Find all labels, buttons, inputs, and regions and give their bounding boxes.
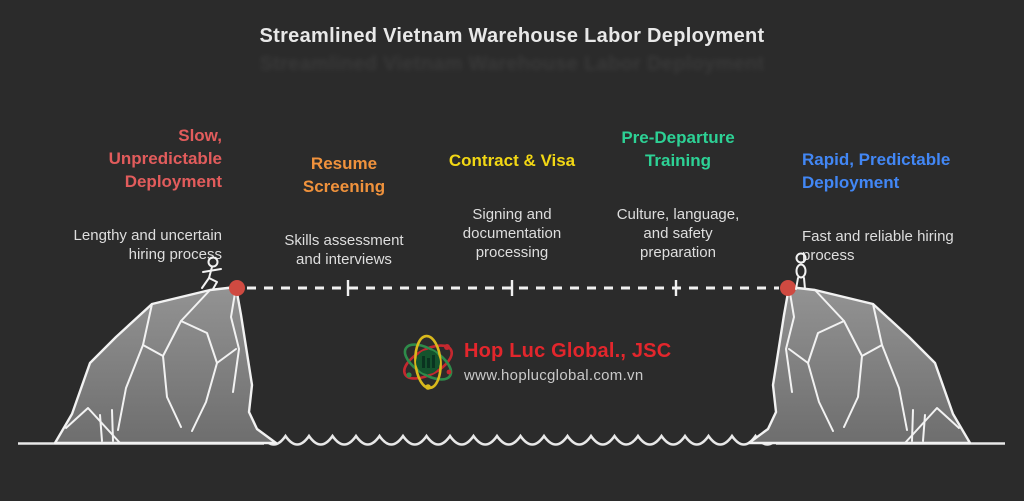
atom-orbits-icon	[403, 334, 453, 390]
step-description: Fast and reliable hiring process	[802, 228, 954, 264]
start-point-dot	[229, 280, 245, 296]
company-website: www.hoplucglobal.com.vn	[464, 367, 644, 384]
company-name: Hop Luc Global., JSC	[464, 340, 672, 362]
step-description: Signing and documentation processing	[462, 206, 562, 261]
step-heading: Resume Screening	[302, 154, 386, 196]
step-description: Skills assessment and interviews	[284, 232, 404, 268]
company-logo: Hop Luc Global., JSC www.hoplucglobal.co…	[400, 334, 671, 390]
step-contract-visa: Contract & Visa Signing and documentatio…	[402, 131, 622, 280]
water-waves	[260, 433, 781, 446]
step-heading: Contract & Visa	[448, 151, 576, 170]
page-title-ghost: Streamlined Vietnam Warehouse Labor Depl…	[259, 53, 765, 75]
step-heading: Slow, Unpredictable Deployment	[108, 126, 222, 191]
step-rapid-deployment: Rapid, Predictable Deployment Fast and r…	[802, 130, 992, 283]
walking-stick-figure-icon	[201, 256, 222, 290]
right-cliff	[747, 285, 972, 445]
page-title: Streamlined Vietnam Warehouse Labor Depl…	[259, 25, 765, 47]
end-point-dot	[780, 280, 796, 296]
step-pre-departure-training: Pre-Departure Training Culture, language…	[568, 108, 788, 280]
left-cliff	[53, 285, 278, 445]
standing-stick-figure-icon	[795, 252, 807, 290]
logo-text-block: Hop Luc Global., JSC www.hoplucglobal.co…	[464, 340, 671, 384]
step-resume-screening: Resume Screening Skills assessment and i…	[234, 134, 454, 287]
step-heading: Pre-Departure Training	[621, 128, 735, 170]
step-description: Culture, language, and safety preparatio…	[616, 206, 740, 261]
step-heading: Rapid, Predictable Deployment	[802, 150, 951, 192]
